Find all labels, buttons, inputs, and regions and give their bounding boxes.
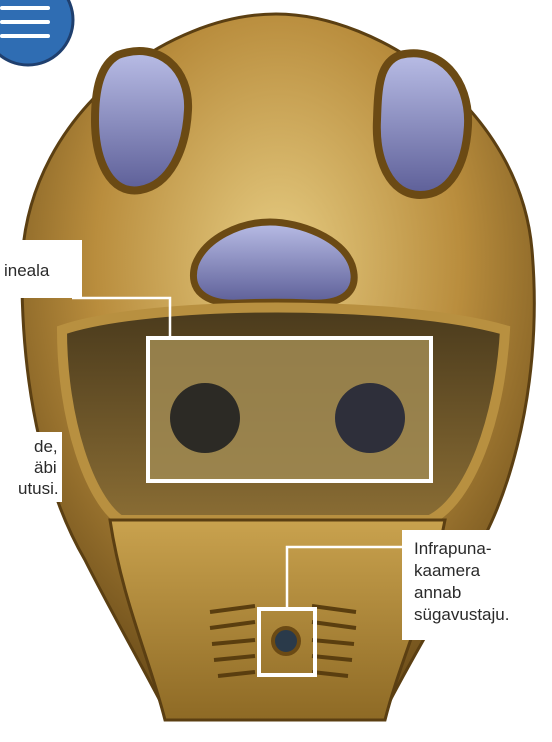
left-camera-lens	[170, 383, 240, 453]
right-camera-lens	[335, 383, 405, 453]
callout-text-right-1: Infrapuna-	[414, 538, 492, 559]
callout-text-mid-left-3: utusi.	[18, 478, 59, 499]
infrared-camera	[273, 628, 299, 654]
callout-text-mid-left-1: de,	[34, 436, 58, 457]
callout-text-right-2: kaamera	[414, 560, 480, 581]
callout-text-mid-left-2: äbi	[34, 457, 57, 478]
callout-text-right-3: annab	[414, 582, 461, 603]
callout-text-right-4: sügavustaju.	[414, 604, 509, 625]
chin-plate	[110, 520, 445, 720]
callout-text-top-left: ineala	[4, 260, 49, 281]
left-eye	[95, 51, 188, 190]
right-eye	[377, 53, 468, 195]
